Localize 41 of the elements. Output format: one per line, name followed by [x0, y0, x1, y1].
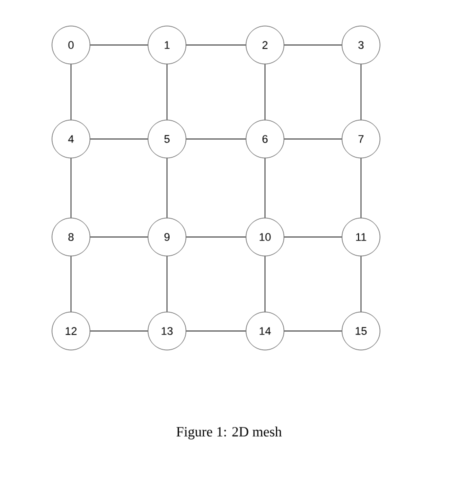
connector-line [90, 44, 148, 46]
mesh-node: 5 [148, 120, 186, 158]
mesh-node: 9 [148, 218, 186, 256]
connector-line [90, 138, 148, 140]
connector-line [264, 158, 266, 218]
connector-line [166, 64, 168, 120]
mesh-node: 13 [148, 312, 186, 350]
connector-line [166, 158, 168, 218]
mesh-node: 15 [342, 312, 380, 350]
mesh-node: 7 [342, 120, 380, 158]
mesh-node: 2 [246, 26, 284, 64]
connector-line [360, 158, 362, 218]
connector-line [70, 256, 72, 312]
mesh-node: 6 [246, 120, 284, 158]
mesh-node: 3 [342, 26, 380, 64]
connector-line [284, 236, 342, 238]
connector-line [284, 44, 342, 46]
connector-line [360, 64, 362, 120]
mesh-node: 12 [52, 312, 90, 350]
connector-line [186, 44, 246, 46]
connector-line [186, 236, 246, 238]
connector-line [186, 330, 246, 332]
connector-line [186, 138, 246, 140]
connector-line [264, 256, 266, 312]
caption: Figure 1: 2D mesh [176, 426, 282, 440]
mesh-node: 11 [342, 218, 380, 256]
connector-line [264, 64, 266, 120]
connector-line [90, 236, 148, 238]
connector-line [166, 256, 168, 312]
connector-line [284, 330, 342, 332]
connector-line [90, 330, 148, 332]
connector-line [284, 138, 342, 140]
connector-line [360, 256, 362, 312]
mesh-node: 8 [52, 218, 90, 256]
mesh-node: 4 [52, 120, 90, 158]
mesh-node: 0 [52, 26, 90, 64]
connector-line [70, 158, 72, 218]
mesh-node: 14 [246, 312, 284, 350]
connector-line [70, 64, 72, 120]
mesh-node: 1 [148, 26, 186, 64]
mesh-node: 10 [246, 218, 284, 256]
